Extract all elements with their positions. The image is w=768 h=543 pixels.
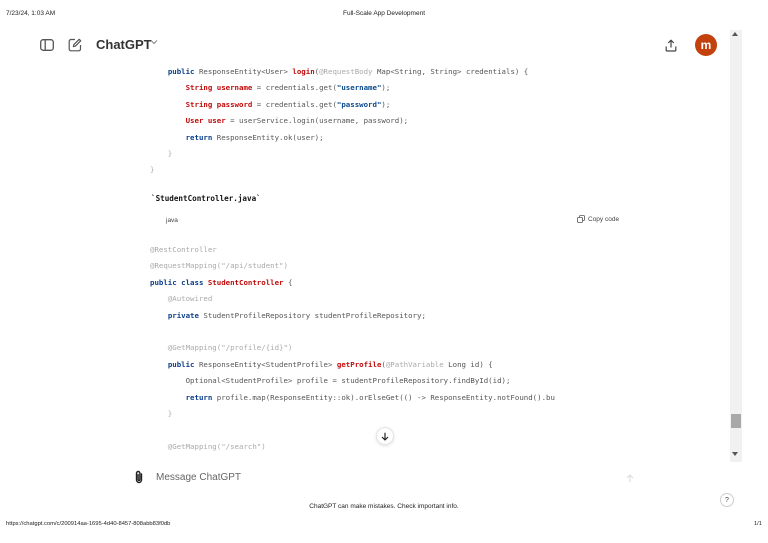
code-line: User user = userService.login(username, … [185, 116, 409, 126]
scroll-down-arrow[interactable] [732, 452, 738, 456]
code-line: return ResponseEntity.ok(user); [185, 132, 324, 142]
message-input[interactable] [156, 472, 596, 483]
copy-code-button[interactable]: Copy code [577, 215, 619, 223]
arrow-down-icon [381, 432, 389, 441]
code-line: @Autowired [150, 294, 213, 304]
print-footer: https://chatgpt.com/c/200914aa-1695-4d40… [6, 521, 762, 531]
code-line: public ResponseEntity<User> login(@Reque… [167, 67, 529, 76]
message-composer [128, 463, 648, 493]
avatar[interactable]: m [695, 34, 717, 56]
conversation-area: public ResponseEntity<User> login(@Reque… [0, 62, 730, 462]
print-url: https://chatgpt.com/c/200914aa-1695-4d40… [6, 521, 171, 527]
print-page-title: Full-Scale App Development [342, 10, 425, 17]
new-chat-button[interactable] [66, 36, 84, 54]
code-line: String password = credentials.get("passw… [185, 99, 391, 109]
send-button[interactable] [621, 469, 639, 487]
arrow-up-icon [626, 473, 634, 482]
code-line: } [150, 165, 155, 175]
scrollbar-thumb[interactable] [731, 414, 741, 428]
code-line: return profile.map(ResponseEntity::ok).o… [185, 392, 555, 402]
code-line: String username = credentials.get("usern… [185, 83, 391, 93]
share-button[interactable] [662, 36, 680, 54]
compose-icon [68, 38, 82, 52]
model-selector-label[interactable]: ChatGPT [96, 37, 152, 52]
code-line: public class StudentController { [150, 277, 293, 287]
code-line: @RestController [150, 245, 217, 254]
code-language-label: java [166, 217, 178, 224]
code-line: Optional<StudentProfile> profile = stude… [150, 376, 511, 386]
code-line: @RequestMapping("/api/student") [150, 261, 288, 271]
copy-code-label: Copy code [588, 215, 620, 223]
code-line: } [150, 409, 173, 419]
scroll-up-arrow[interactable] [732, 32, 738, 36]
code-line: public ResponseEntity<StudentProfile> ge… [167, 359, 493, 369]
file-title: `StudentController.java` [151, 194, 261, 203]
chevron-down-icon[interactable] [150, 39, 158, 45]
help-button[interactable]: ? [720, 493, 734, 507]
share-icon [665, 39, 677, 52]
print-page-number: 1/1 [753, 521, 762, 527]
copy-icon [577, 215, 585, 223]
code-line: } [150, 149, 173, 159]
disclaimer-text: ChatGPT can make mistakes. Check importa… [309, 503, 459, 510]
print-header: 7/23/24, 1:03 AM Full-Scale App Developm… [6, 10, 762, 22]
sidebar-toggle-button[interactable] [38, 36, 56, 54]
code-line: @GetMapping("/search") [150, 441, 266, 451]
code-line [150, 425, 154, 434]
scroll-to-bottom-button[interactable] [376, 427, 394, 445]
code-line [150, 327, 154, 336]
print-timestamp: 7/23/24, 1:03 AM [6, 10, 56, 17]
sidebar-icon [40, 39, 54, 51]
code-line: private StudentProfileRepository student… [167, 310, 426, 320]
code-line: @GetMapping("/profile/{id}") [150, 343, 293, 353]
code-block-login: public ResponseEntity<User> login(@Reque… [150, 64, 528, 179]
paperclip-icon[interactable] [134, 470, 144, 484]
code-block-student-controller: @RestController @RequestMapping("/api/st… [150, 242, 555, 455]
page-scrollbar[interactable] [730, 30, 742, 462]
top-bar: ChatGPT m [0, 30, 730, 62]
